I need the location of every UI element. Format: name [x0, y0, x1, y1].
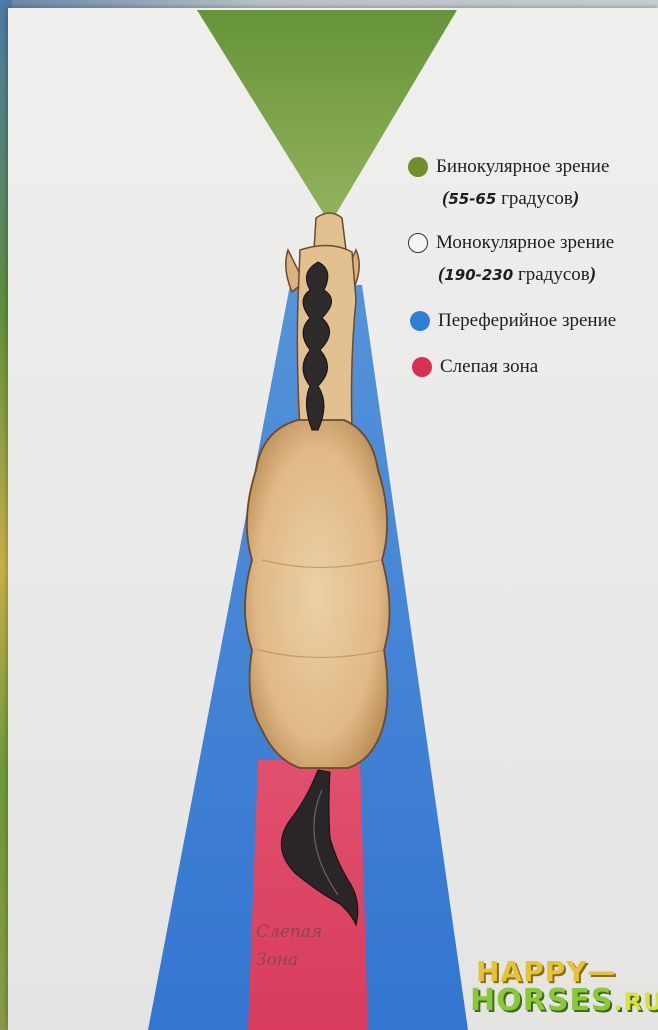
- green-dot-icon: [408, 157, 428, 177]
- legend-item-monocular: Монокулярное зрение: [408, 232, 614, 254]
- blind-zone-handwritten-label: Слепая Зона: [256, 918, 346, 974]
- red-dot-icon: [412, 357, 432, 377]
- happy-horses-watermark: HAPPY— HORSES.RU: [470, 955, 658, 1025]
- monocular-degrees: (190-230 градусов): [438, 264, 596, 286]
- legend-label: Слепая зона: [440, 356, 538, 378]
- legend-item-binocular: Бинокулярное зрение: [408, 156, 609, 178]
- legend-item-peripheral: Переферийное зрение: [410, 310, 616, 332]
- blue-dot-icon: [410, 311, 430, 331]
- legend-label: Монокулярное зрение: [436, 232, 614, 254]
- white-dot-icon: [408, 233, 428, 253]
- legend-label: Бинокулярное зрение: [436, 156, 609, 178]
- binocular-zone: [197, 10, 457, 224]
- binocular-degrees: (55-65 градусов): [442, 188, 579, 210]
- legend-item-blind: Слепая зона: [412, 356, 538, 378]
- legend-label: Переферийное зрение: [438, 310, 616, 332]
